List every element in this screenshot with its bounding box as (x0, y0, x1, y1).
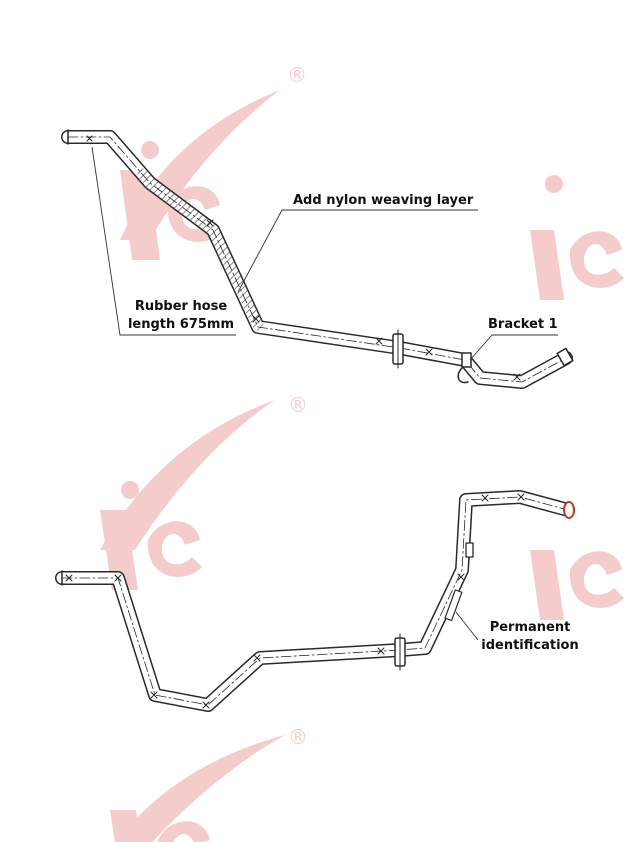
watermark-logo-middle (100, 400, 275, 590)
top-leader-lines (91, 146, 558, 361)
permanent-label-line1: Permanent (489, 620, 571, 635)
watermark-logo-right (530, 175, 624, 300)
rubber-hose-label-line2: length 675mm (127, 317, 235, 332)
nylon-layer-label: Add nylon weaving layer (293, 193, 474, 208)
bottom-hose-assembly (55, 490, 575, 712)
top-hose-assembly (61, 129, 574, 389)
rubber-hose-leader (91, 146, 236, 336)
bottom-hose-bracket (465, 542, 474, 558)
bracket-leader (469, 334, 558, 361)
permanent-identification-label: Permanent identification (480, 619, 580, 655)
watermark-logo-right-middle (530, 550, 624, 620)
permanent-identification-mark (444, 589, 463, 622)
watermark-registered-mark: ® (288, 393, 308, 417)
bottom-hose-markers (65, 493, 525, 709)
rubber-hose-label: Rubber hose length 675mm (126, 298, 236, 334)
watermark-logo-bottom (110, 735, 285, 842)
nylon-leader (237, 209, 478, 293)
rubber-hose-label-line1: Rubber hose (134, 299, 228, 314)
bottom-hose-right-fitting (563, 501, 575, 519)
watermarks: ® ® ® (100, 63, 624, 842)
bracket-1 (457, 352, 472, 384)
permanent-identification-leader (455, 611, 479, 641)
top-hose-right-fitting (556, 347, 574, 367)
bracket-1-label: Bracket 1 (488, 317, 558, 332)
top-hose-markers (86, 135, 521, 381)
watermark-registered-mark: ® (288, 725, 308, 749)
watermark-registered-mark: ® (287, 63, 307, 87)
top-hose-centerline (67, 136, 567, 383)
permanent-label-line2: identification (481, 638, 579, 653)
